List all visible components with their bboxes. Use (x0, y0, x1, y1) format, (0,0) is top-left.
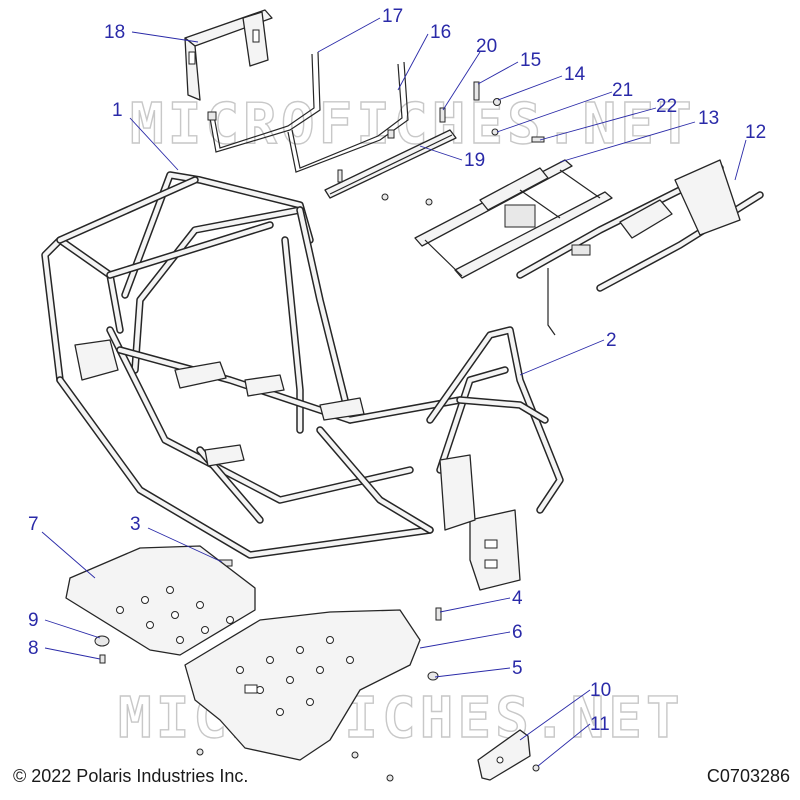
callout-5: 5 (512, 658, 523, 679)
callout-17: 17 (382, 6, 403, 27)
leader-2 (519, 339, 605, 376)
callout-19: 19 (464, 150, 485, 171)
part-16-bracket (287, 61, 409, 173)
leader-5 (434, 667, 511, 678)
callout-8: 8 (28, 638, 39, 659)
leader-7 (41, 531, 96, 579)
copyright-notice: © 2022 Polaris Industries Inc. (13, 766, 249, 786)
callout-3: 3 (130, 514, 141, 535)
leader-20 (442, 51, 481, 111)
part-6-skid-plate (184, 609, 421, 761)
leader-21 (496, 91, 613, 133)
leader-16 (397, 33, 429, 91)
leader-13 (559, 121, 696, 163)
leader-9 (44, 619, 101, 639)
hardware-group-bottom (94, 607, 442, 782)
callout-13: 13 (698, 108, 719, 129)
callout-2: 2 (606, 330, 617, 351)
part-13-cargo-frame (414, 159, 613, 279)
leader-22 (539, 107, 657, 141)
leader-17 (317, 17, 381, 53)
leader-18 (131, 31, 199, 43)
callout-20: 20 (476, 36, 497, 57)
callout-12: 12 (745, 122, 766, 143)
part-11-fastener (532, 764, 540, 772)
part-18-bracket (184, 9, 273, 101)
leader-6 (419, 631, 511, 649)
leader-14 (497, 75, 563, 101)
leader-11 (537, 723, 591, 767)
leader-15 (477, 61, 519, 85)
leader-4 (439, 597, 511, 613)
callout-9: 9 (28, 610, 39, 631)
leader-10 (519, 689, 591, 741)
callout-11: 11 (590, 714, 610, 735)
callout-1: 1 (112, 100, 123, 121)
callout-18: 18 (104, 22, 125, 43)
callout-6: 6 (512, 622, 523, 643)
callout-16: 16 (430, 22, 451, 43)
callout-7: 7 (28, 514, 39, 535)
part-1-main-frame (41, 171, 564, 591)
callout-14: 14 (564, 64, 586, 85)
callout-10: 10 (590, 680, 611, 701)
callout-21: 21 (612, 80, 633, 101)
hardware-group-top (337, 81, 545, 206)
callout-22: 22 (656, 96, 677, 117)
leader-19 (419, 145, 463, 161)
callout-4: 4 (512, 588, 523, 609)
callout-15: 15 (520, 50, 541, 71)
part-10-bracket (477, 729, 531, 781)
part-7-skid-plate (65, 545, 256, 656)
leader-1 (129, 117, 179, 171)
part-12-rear-frame (516, 159, 764, 336)
leader-3 (147, 527, 223, 563)
leader-12 (734, 139, 747, 181)
leader-8 (44, 647, 101, 660)
drawing-number: C0703286 (706, 766, 790, 786)
part-17-bracket (207, 51, 321, 153)
